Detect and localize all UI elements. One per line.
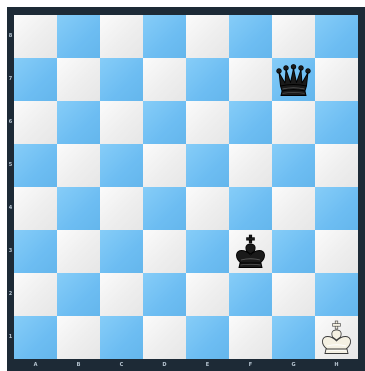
rank-label-4: 4: [7, 187, 14, 230]
square-e3[interactable]: [186, 230, 229, 273]
square-f6[interactable]: [229, 101, 272, 144]
square-h1[interactable]: [315, 316, 358, 359]
square-g7[interactable]: [272, 58, 315, 101]
square-d1[interactable]: [143, 316, 186, 359]
square-b4[interactable]: [57, 187, 100, 230]
square-c2[interactable]: [100, 273, 143, 316]
rank-label-1: 1: [7, 316, 14, 359]
square-a5[interactable]: [14, 144, 57, 187]
file-label-d: D: [143, 359, 186, 371]
black-queen-icon[interactable]: [272, 58, 315, 101]
square-a4[interactable]: [14, 187, 57, 230]
square-b3[interactable]: [57, 230, 100, 273]
square-d3[interactable]: [143, 230, 186, 273]
square-f5[interactable]: [229, 144, 272, 187]
square-a3[interactable]: [14, 230, 57, 273]
square-h6[interactable]: [315, 101, 358, 144]
file-label-a: A: [14, 359, 57, 371]
square-e4[interactable]: [186, 187, 229, 230]
square-a2[interactable]: [14, 273, 57, 316]
square-g4[interactable]: [272, 187, 315, 230]
rank-label-7: 7: [7, 58, 14, 101]
square-g3[interactable]: [272, 230, 315, 273]
rank-labels: 8 7 6 5 4 3 2 1: [7, 15, 14, 359]
file-label-b: B: [57, 359, 100, 371]
square-g1[interactable]: [272, 316, 315, 359]
file-label-f: F: [229, 359, 272, 371]
square-c4[interactable]: [100, 187, 143, 230]
rank-label-6: 6: [7, 101, 14, 144]
square-d6[interactable]: [143, 101, 186, 144]
square-e1[interactable]: [186, 316, 229, 359]
square-e2[interactable]: [186, 273, 229, 316]
square-f7[interactable]: [229, 58, 272, 101]
square-a1[interactable]: [14, 316, 57, 359]
square-d7[interactable]: [143, 58, 186, 101]
square-b5[interactable]: [57, 144, 100, 187]
square-f4[interactable]: [229, 187, 272, 230]
square-d4[interactable]: [143, 187, 186, 230]
square-b8[interactable]: [57, 15, 100, 58]
square-g6[interactable]: [272, 101, 315, 144]
square-h3[interactable]: [315, 230, 358, 273]
square-e5[interactable]: [186, 144, 229, 187]
square-c7[interactable]: [100, 58, 143, 101]
square-c1[interactable]: [100, 316, 143, 359]
square-e7[interactable]: [186, 58, 229, 101]
square-d5[interactable]: [143, 144, 186, 187]
square-c3[interactable]: [100, 230, 143, 273]
rank-label-8: 8: [7, 15, 14, 58]
square-g5[interactable]: [272, 144, 315, 187]
square-f8[interactable]: [229, 15, 272, 58]
square-g2[interactable]: [272, 273, 315, 316]
square-g8[interactable]: [272, 15, 315, 58]
square-b7[interactable]: [57, 58, 100, 101]
square-b1[interactable]: [57, 316, 100, 359]
file-labels: A B C D E F G H: [14, 359, 358, 371]
white-king-icon[interactable]: [315, 316, 358, 359]
square-f1[interactable]: [229, 316, 272, 359]
square-c5[interactable]: [100, 144, 143, 187]
file-label-c: C: [100, 359, 143, 371]
rank-label-2: 2: [7, 273, 14, 316]
square-a7[interactable]: [14, 58, 57, 101]
square-c8[interactable]: [100, 15, 143, 58]
square-f2[interactable]: [229, 273, 272, 316]
square-h2[interactable]: [315, 273, 358, 316]
chess-board: [14, 15, 358, 359]
file-label-h: H: [315, 359, 358, 371]
square-e8[interactable]: [186, 15, 229, 58]
square-b2[interactable]: [57, 273, 100, 316]
square-h7[interactable]: [315, 58, 358, 101]
square-h5[interactable]: [315, 144, 358, 187]
square-h4[interactable]: [315, 187, 358, 230]
square-c6[interactable]: [100, 101, 143, 144]
square-a6[interactable]: [14, 101, 57, 144]
square-f3[interactable]: [229, 230, 272, 273]
rank-label-3: 3: [7, 230, 14, 273]
square-h8[interactable]: [315, 15, 358, 58]
square-b6[interactable]: [57, 101, 100, 144]
square-e6[interactable]: [186, 101, 229, 144]
file-label-g: G: [272, 359, 315, 371]
square-d8[interactable]: [143, 15, 186, 58]
square-a8[interactable]: [14, 15, 57, 58]
square-d2[interactable]: [143, 273, 186, 316]
file-label-e: E: [186, 359, 229, 371]
black-king-icon[interactable]: [229, 230, 272, 273]
rank-label-5: 5: [7, 144, 14, 187]
